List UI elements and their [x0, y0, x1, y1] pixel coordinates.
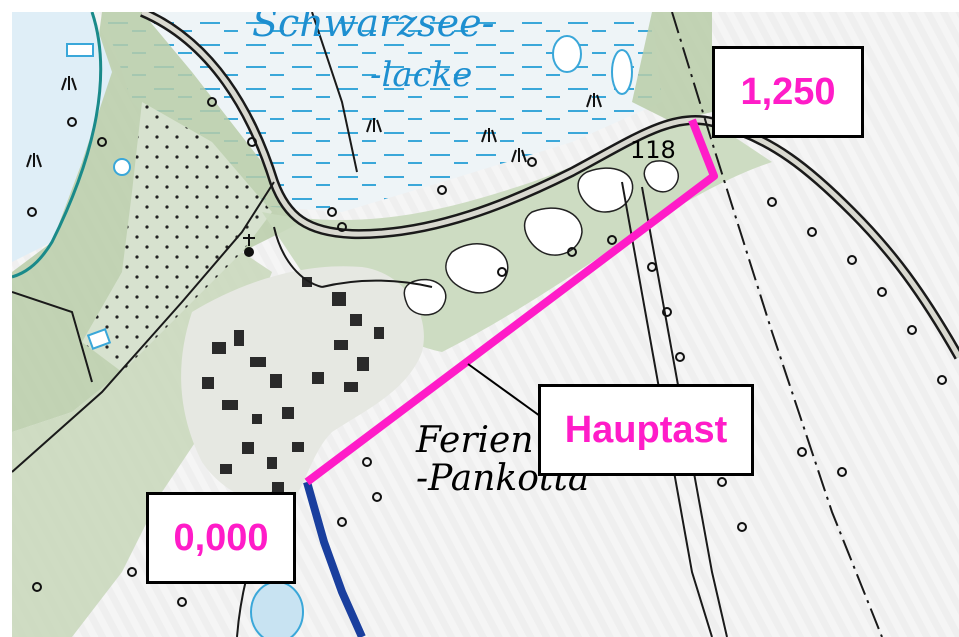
chapel-symbol	[243, 234, 255, 257]
left-water	[12, 12, 112, 262]
callout-leader	[467, 363, 541, 417]
branch-name-callout: Hauptast	[538, 384, 754, 476]
start-km-callout: 0,000	[146, 492, 296, 584]
water-label-2: -lacke	[370, 55, 472, 95]
main-route-hauptast[interactable]	[304, 118, 718, 486]
branch-name-label: Hauptast	[564, 408, 728, 451]
ponds	[86, 35, 633, 350]
marsh-symbols	[26, 76, 602, 168]
elevation-label: 118	[630, 136, 676, 164]
water-label-1: Schwarzsee-	[252, 12, 494, 45]
village-buildings	[202, 277, 384, 494]
place-label-1: Ferien	[415, 420, 534, 461]
forest-clearings	[403, 160, 679, 316]
village-area	[181, 266, 424, 505]
secondary-route	[303, 480, 366, 637]
boundary-line	[671, 12, 883, 637]
end-km-callout: 1,250	[712, 46, 864, 138]
end-km-label: 1,250	[740, 70, 836, 113]
orchard-area	[82, 102, 272, 372]
start-km-label: 0,000	[173, 516, 269, 559]
